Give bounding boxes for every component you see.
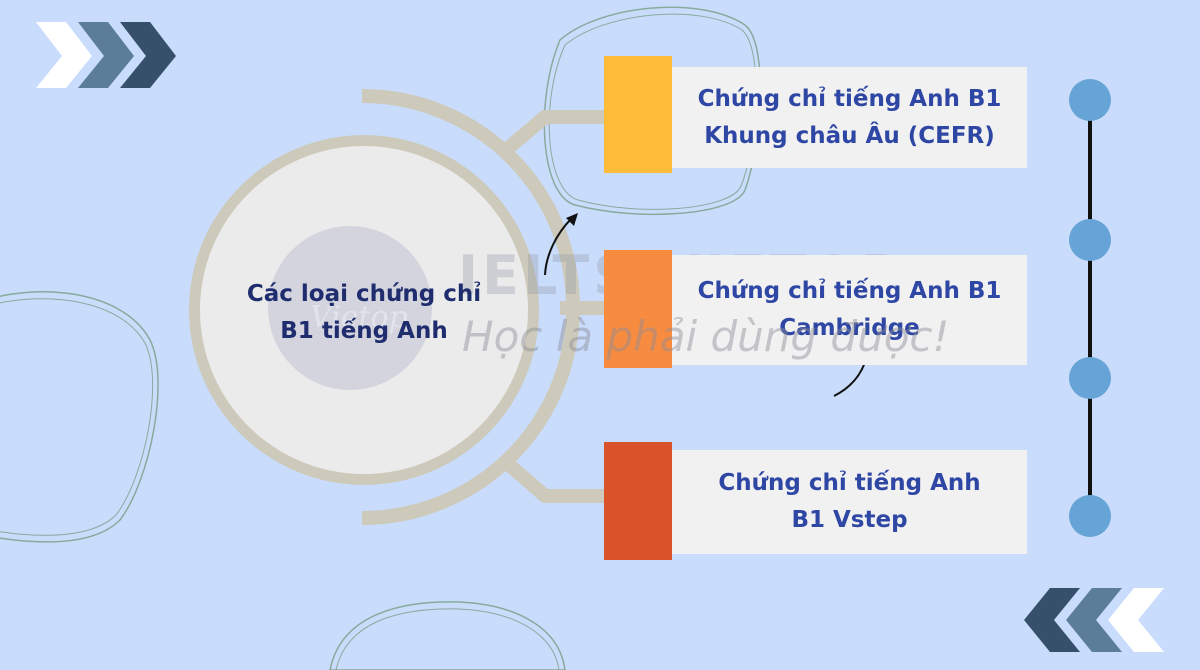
decorative-outline-blob-left-inner bbox=[0, 298, 154, 536]
connector-top bbox=[501, 110, 606, 156]
connector-bottom bbox=[501, 456, 606, 503]
decorative-outline-blob-bottom-inner bbox=[335, 608, 560, 670]
item-3-box: Chứng chỉ tiếng Anh B1 Vstep bbox=[672, 450, 1027, 554]
item-1-color-tab bbox=[604, 56, 672, 173]
decorative-arrow-up bbox=[544, 217, 573, 276]
center-title-line-1: Các loại chứng chỉ bbox=[246, 281, 482, 307]
decorative-outline-blob-top-inner bbox=[548, 13, 757, 210]
timeline-dot-2 bbox=[1069, 219, 1111, 261]
chevron-right-icon-mid bbox=[78, 22, 134, 88]
decorative-arrow-up-head bbox=[566, 213, 578, 226]
item-2-color-tab bbox=[604, 250, 672, 368]
decorative-outline-blob-left bbox=[0, 291, 159, 543]
chevron-right-icon-dark bbox=[120, 22, 176, 88]
item-3-line-1: Chứng chỉ tiếng Anh bbox=[718, 470, 981, 496]
watermark-logo-circle bbox=[268, 226, 432, 390]
decorative-outline-blob-top bbox=[543, 6, 761, 216]
center-title-line-2: B1 tiếng Anh bbox=[280, 318, 448, 344]
item-3-color-tab bbox=[604, 442, 672, 560]
item-1-line-2: Khung châu Âu (CEFR) bbox=[704, 122, 995, 149]
timeline-dot-1 bbox=[1069, 79, 1111, 121]
center-title: Các loại chứng chỉ B1 tiếng Anh bbox=[196, 276, 532, 350]
item-1-box: Chứng chỉ tiếng Anh B1 Khung châu Âu (CE… bbox=[672, 67, 1027, 168]
chevron-right-icon-white bbox=[36, 22, 92, 88]
item-2-box: Chứng chỉ tiếng Anh B1 Cambridge bbox=[672, 255, 1027, 365]
chevron-left-icon-dark bbox=[1024, 588, 1080, 652]
item-2-line-2: Cambridge bbox=[779, 315, 920, 341]
outer-arc-ring bbox=[361, 89, 580, 525]
item-1-line-1: Chứng chỉ tiếng Anh B1 bbox=[697, 85, 1002, 112]
timeline-dot-4 bbox=[1069, 495, 1111, 537]
timeline-dot-3 bbox=[1069, 357, 1111, 399]
chevron-left-icon-white bbox=[1108, 588, 1164, 652]
decorative-outline-blob-bottom bbox=[329, 601, 566, 670]
chevron-left-icon-mid bbox=[1066, 588, 1122, 652]
item-3-line-2: B1 Vstep bbox=[791, 507, 908, 533]
item-2-line-1: Chứng chỉ tiếng Anh B1 bbox=[697, 278, 1002, 304]
